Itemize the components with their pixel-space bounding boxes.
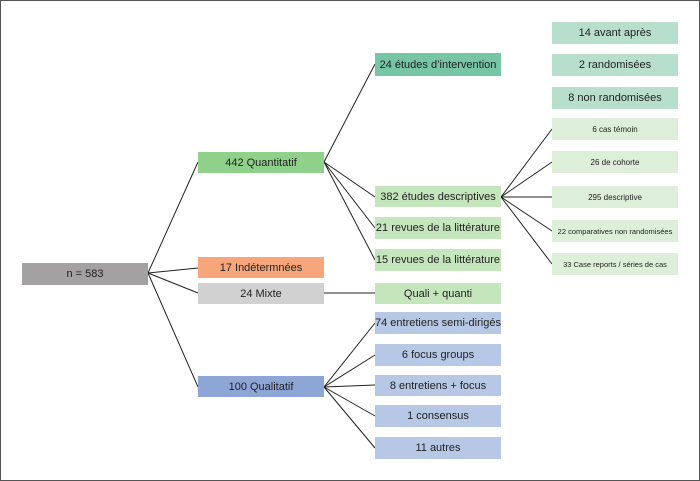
edge-desc-cas-temoin bbox=[500, 128, 553, 198]
focus-groups-node: 6 focus groups bbox=[375, 344, 501, 366]
quantitatif-node: 442 Quantitatif bbox=[198, 152, 324, 173]
entretiens-focus-node: 8 entretiens + focus bbox=[375, 375, 501, 396]
edge-qual-entretiens-semi bbox=[323, 322, 376, 388]
cas-temoin-node: 6 cas témoin bbox=[552, 118, 678, 140]
revues1-node: 21 revues de la littérature bbox=[375, 217, 501, 239]
mixte-node: 24 Mixte bbox=[198, 283, 324, 304]
root-node: n = 583 bbox=[22, 263, 148, 285]
avant-apres-node: 14 avant après bbox=[552, 22, 678, 44]
cohorte-node: 26 de cohorte bbox=[552, 151, 678, 173]
edge-root-qualitatif bbox=[147, 272, 199, 388]
edge-qual-entretiens-focus bbox=[323, 384, 376, 388]
descriptive-node: 295 descriptive bbox=[552, 186, 678, 208]
edge-quant-descriptives bbox=[323, 161, 376, 198]
edge-quant-revues1 bbox=[323, 161, 376, 229]
edge-quant-interventions bbox=[323, 63, 376, 163]
autres-node: 11 autres bbox=[375, 437, 501, 459]
comparatives-node: 22 comparatives non randomisées bbox=[552, 220, 678, 242]
edge-quant-revues2 bbox=[323, 161, 376, 261]
case-reports-node: 33 Case reports / séries de cas bbox=[552, 253, 678, 275]
consensus-node: 1 consensus bbox=[375, 405, 501, 427]
interventions-node: 24 études d’intervention bbox=[375, 53, 501, 76]
randomisees-node: 2 randomisées bbox=[552, 54, 678, 76]
quali-quanti-node: Quali + quanti bbox=[375, 283, 501, 304]
entretiens-semi-node: 74 entretiens semi-dirigés bbox=[375, 312, 501, 334]
edge-root-quantitatif bbox=[147, 161, 199, 274]
edge-root-mixte bbox=[147, 272, 199, 294]
revues2-node: 15 revues de la littérature bbox=[375, 249, 501, 271]
qualitatif-node: 100 Qualitatif bbox=[198, 376, 324, 397]
edge-qual-consensus bbox=[323, 386, 376, 417]
non-randomisees-node: 8 non randomisées bbox=[552, 87, 678, 109]
edge-desc-case-reports bbox=[500, 196, 553, 265]
edge-root-indeterminees bbox=[147, 267, 199, 274]
edge-desc-comparatives bbox=[500, 196, 553, 232]
edge-qual-autres bbox=[323, 386, 376, 449]
edge-qual-focus-groups bbox=[323, 354, 376, 388]
descriptives-node: 382 études descriptives bbox=[375, 186, 501, 207]
edge-desc-cohorte bbox=[500, 161, 553, 198]
indeterminees-node: 17 Indétermnées bbox=[198, 257, 324, 278]
